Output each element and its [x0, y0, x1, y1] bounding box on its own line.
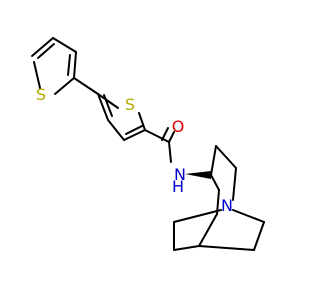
amine-nitrogen-label: N — [221, 196, 233, 215]
bond — [215, 145, 237, 169]
bond — [253, 221, 265, 251]
amide-nitrogen-label: N — [174, 165, 186, 184]
bond — [173, 245, 200, 251]
bond — [161, 127, 169, 141]
stereo-wedge-bond — [185, 171, 211, 179]
bond — [173, 209, 222, 223]
bond — [168, 141, 172, 163]
bond — [123, 129, 146, 141]
amide-hydrogen-label: H — [172, 177, 184, 196]
bond — [168, 131, 175, 143]
bond — [54, 77, 75, 95]
carboxamide-group — [144, 127, 175, 163]
bond — [33, 61, 41, 89]
bond — [210, 174, 220, 191]
bond — [52, 37, 77, 53]
bond — [232, 167, 237, 201]
bond — [107, 119, 125, 141]
bond — [125, 125, 143, 135]
bond — [198, 213, 218, 247]
bond — [73, 77, 99, 95]
bond — [210, 145, 217, 176]
bond — [97, 93, 109, 121]
terminal-thiophene-ring — [31, 37, 77, 95]
oxygen-atom-label: O — [172, 117, 185, 136]
bond — [97, 93, 119, 109]
sulfur-atom-label: S — [125, 95, 135, 114]
sulfur-atom-label: S — [36, 85, 46, 104]
inner-thiophene-ring — [97, 93, 146, 141]
bond — [31, 37, 54, 57]
bond — [67, 54, 71, 76]
molecule-diagram: S S O N H N — [31, 37, 265, 251]
bond — [37, 43, 55, 59]
molecule-structure: S S O N H N — [31, 37, 265, 251]
bond — [138, 112, 146, 131]
bond — [73, 51, 77, 79]
bond — [198, 245, 255, 251]
bond — [232, 209, 265, 223]
quinuclidine-cage — [173, 145, 265, 251]
bond — [144, 129, 170, 143]
